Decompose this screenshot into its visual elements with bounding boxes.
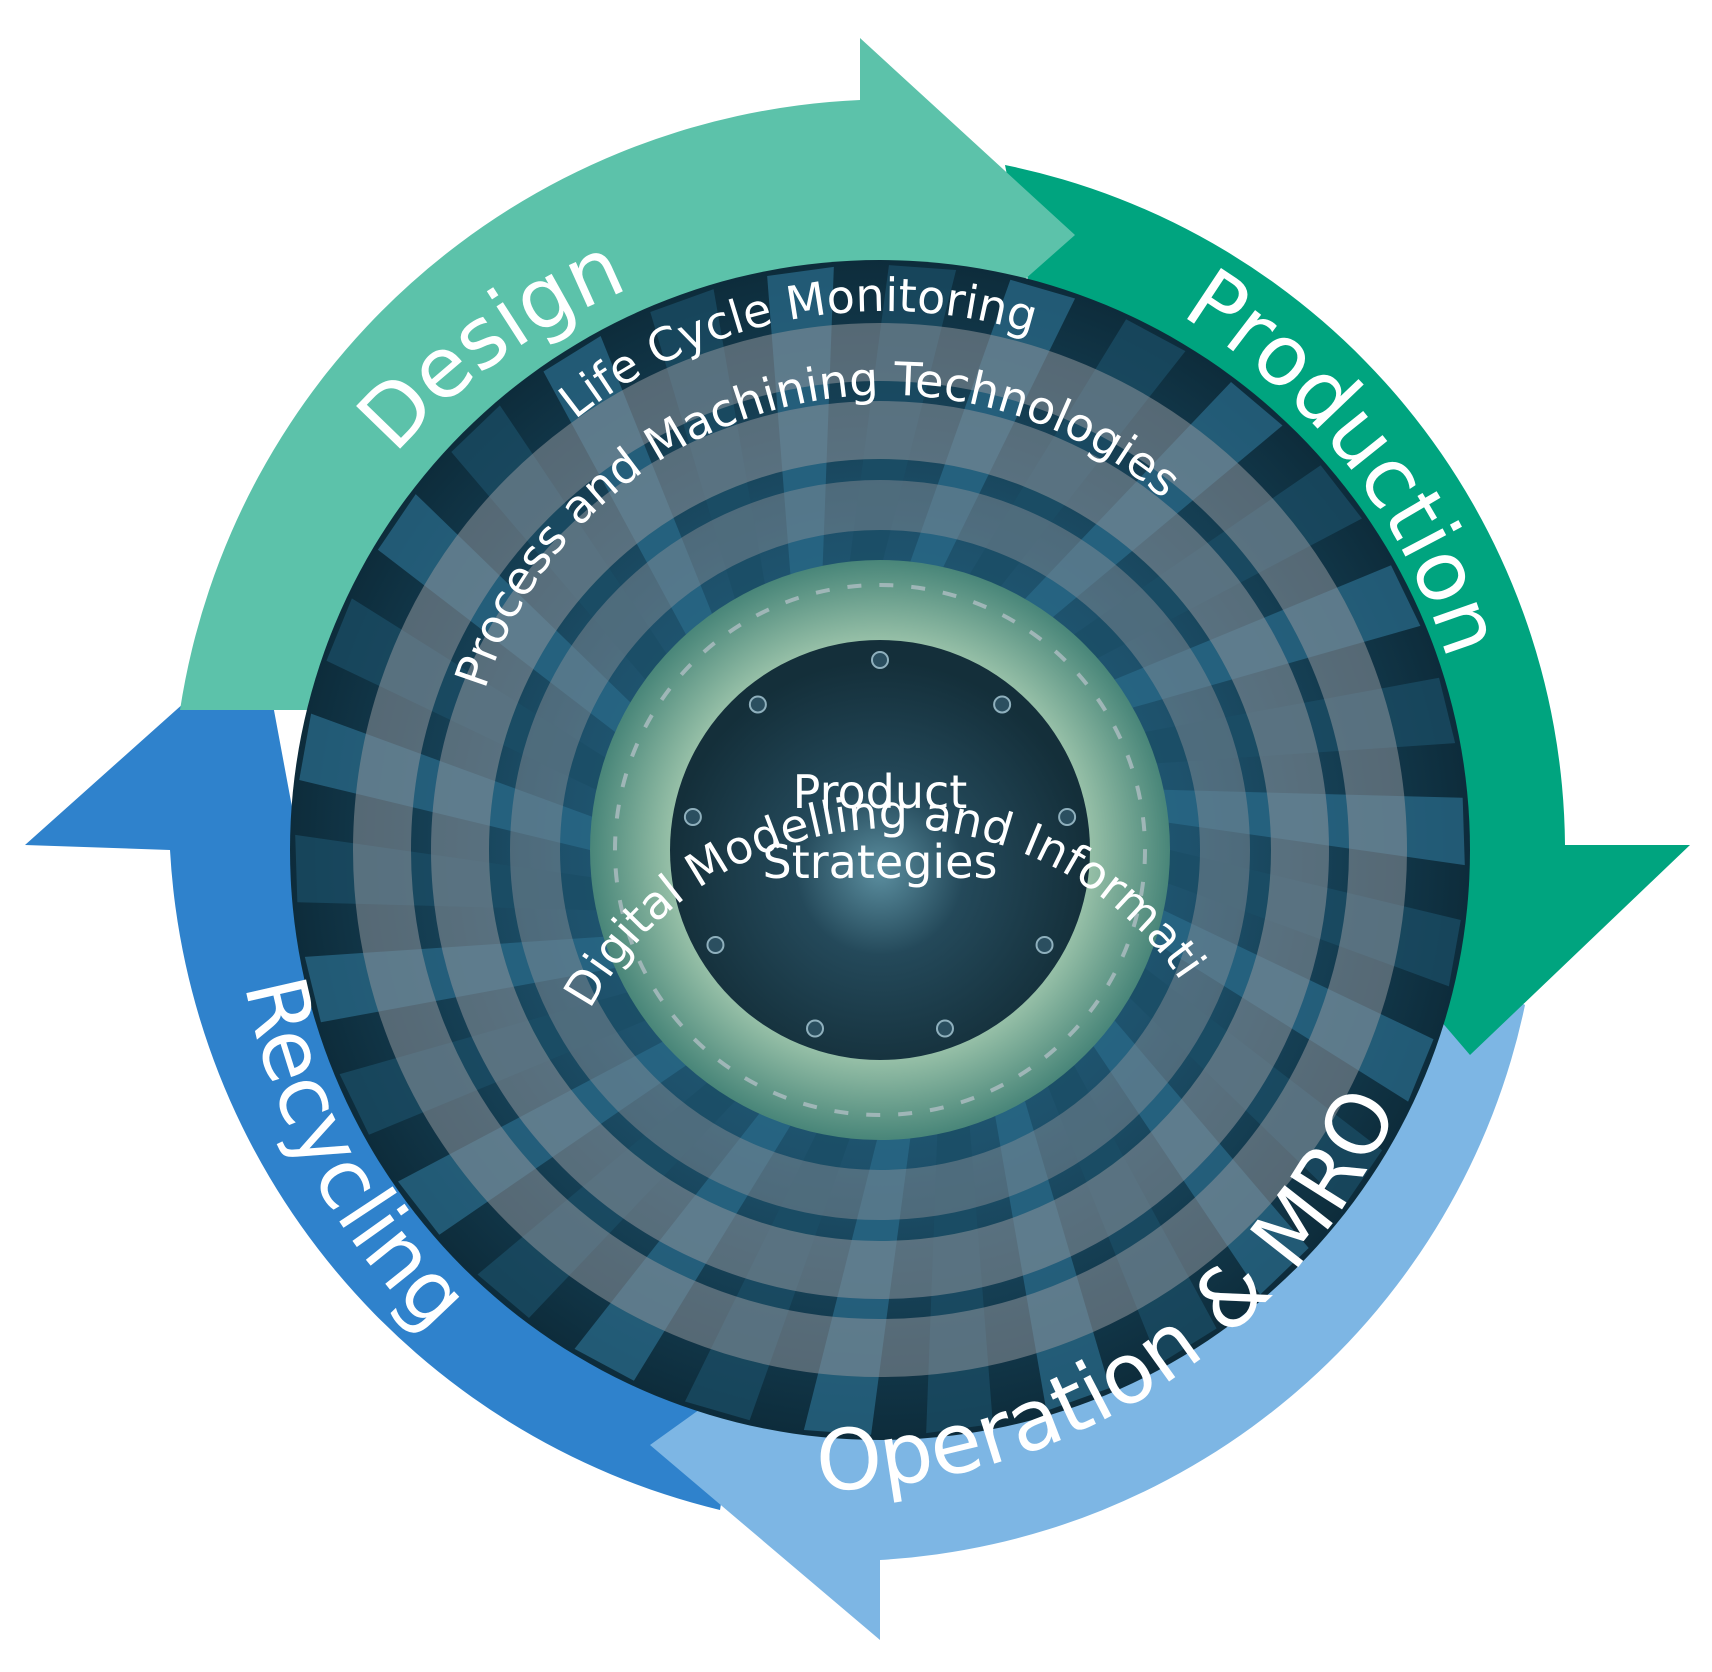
hub-bolt (748, 695, 767, 714)
hub-bolt (806, 1019, 825, 1038)
hub-bolt (871, 651, 889, 669)
operation-arrow (650, 920, 1525, 1640)
hub (590, 560, 1170, 1140)
hub-bolt (1058, 808, 1077, 827)
hub-bolt (683, 808, 702, 827)
hub-bolt (1035, 936, 1054, 954)
ring-bands (353, 323, 1407, 1377)
center-label-line2: Strategies (763, 835, 998, 889)
hub-bolt (993, 695, 1012, 714)
hub-bolt (935, 1019, 954, 1038)
center-label-line1: Product (793, 765, 968, 819)
hub-bolt (706, 936, 725, 954)
hub-bolts (683, 651, 1077, 1038)
